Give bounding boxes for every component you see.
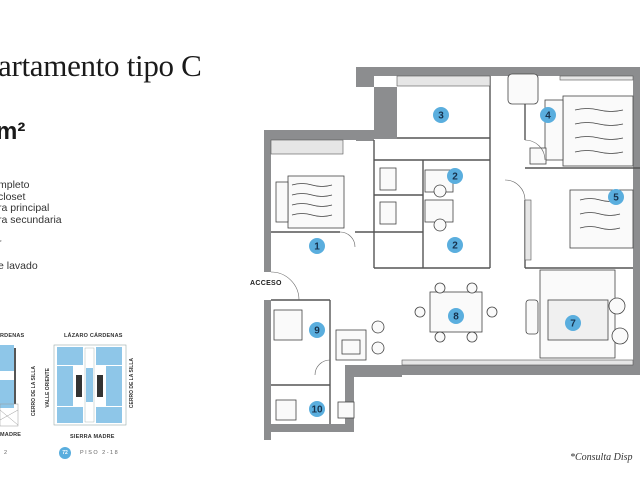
piso-badge: [59, 447, 71, 459]
room-badge: 2: [447, 237, 463, 253]
mini-right-piso: PISO 2-18: [80, 450, 120, 456]
room-badge: 7: [565, 315, 581, 331]
svg-text:7: 7: [570, 319, 576, 330]
mini-left-street-bottom: MADRE: [0, 432, 22, 438]
room-badges: 1 2 2 3 4 5 7 8 9 10: [309, 107, 624, 417]
svg-text:10: 10: [311, 405, 323, 416]
room-badge: 9: [309, 322, 325, 338]
room-badge: 5: [608, 189, 624, 205]
exterior-walls: [264, 67, 640, 440]
mini-right-street-bottom: SIERRA MADRE: [70, 434, 115, 440]
mini-right-street-top: LÁZARO CÁRDENAS: [64, 333, 123, 339]
svg-text:4: 4: [545, 111, 551, 122]
feature-item: ra secundaria: [0, 213, 62, 226]
room-badge: 8: [448, 308, 464, 324]
features-list: mpleto closet ra principal ra secundaria…: [0, 179, 62, 273]
svg-text:2: 2: [452, 241, 458, 252]
mini-plan-left: [0, 345, 19, 427]
svg-text:2: 2: [452, 172, 458, 183]
feature-item: ra principal: [0, 202, 50, 215]
area-unit: m²: [0, 118, 26, 145]
availability-note: *Consulta Disp: [570, 452, 633, 463]
feature-item: r: [0, 237, 62, 250]
room-badge: 4: [540, 107, 556, 123]
feature-item: mpleto: [0, 179, 30, 191]
room-badge: 3: [433, 107, 449, 123]
mini-left-street-top: RDENAS: [0, 333, 25, 339]
svg-text:9: 9: [314, 326, 320, 337]
room-badge: 1: [309, 238, 325, 254]
furniture: [273, 73, 634, 421]
svg-text:5: 5: [613, 193, 619, 204]
windows: [270, 75, 634, 366]
piso-badge-label: 72: [62, 450, 68, 456]
mini-left-piso: 2: [4, 450, 9, 456]
feature-item: closet: [0, 190, 26, 203]
room-badge: 10: [309, 401, 325, 417]
entrance-label: ACCESO: [250, 280, 282, 287]
door-swings: [270, 139, 546, 376]
svg-text:8: 8: [453, 312, 459, 323]
svg-text:3: 3: [438, 111, 444, 122]
mini-plan-right: [53, 344, 127, 426]
room-badge: 2: [447, 168, 463, 184]
svg-text:1: 1: [314, 242, 320, 253]
page-title: artamento tipo C: [0, 48, 202, 83]
feature-item: e lavado: [0, 260, 38, 273]
